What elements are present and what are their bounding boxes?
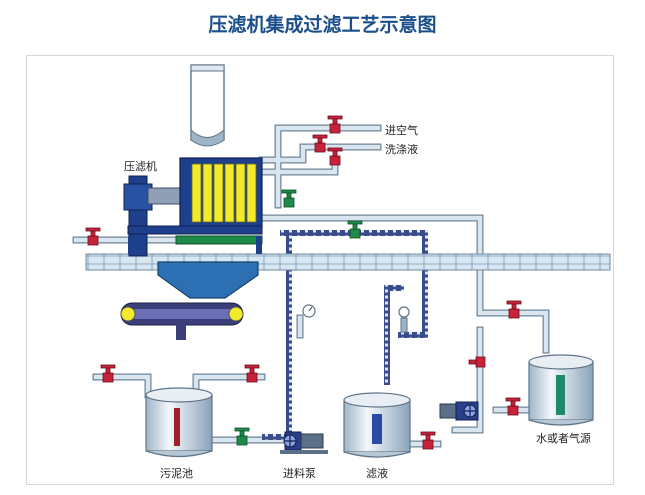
sludge-hopper [157,261,259,299]
label-water-gas-source: 水或者气源 [536,432,591,445]
valve-source-bottom [505,397,521,416]
valve-set [85,115,522,450]
label-wash-liquid: 洗涤液 [385,143,418,156]
valve-source-mid [468,356,486,368]
flow-meter [398,306,410,333]
valve-sludge-pump [234,427,250,446]
source-pump [439,401,479,421]
valve-wash-1 [312,134,328,153]
valve-feed-press [281,189,297,208]
feed-pump [280,431,328,454]
label-feed-pump: 进料泵 [283,467,316,480]
valve-sludge-left [100,364,116,383]
belt-conveyor [120,302,244,340]
valve-air-inlet [327,115,343,134]
diagram-title: 压滤机集成过滤工艺示意图 [208,14,437,36]
valve-filtrate-out [420,431,436,450]
label-air-inlet: 进空气 [385,124,418,137]
diagram-frame [26,55,614,485]
valve-source-top [506,300,522,319]
sludge-tank [145,387,213,458]
valve-feed-line [347,220,363,239]
overhead-tank [190,64,225,147]
label-filtrate: 滤液 [366,467,388,480]
pressure-gauge [302,304,316,318]
valve-left-inlet [85,227,101,246]
filtrate-tank [343,392,411,458]
water-gas-tank [528,354,594,426]
valve-wash-2 [327,147,343,166]
label-filter-press: 压滤机 [124,160,157,173]
valve-sludge-right [244,364,260,383]
filter-press [123,157,263,257]
label-sludge-tank: 污泥池 [160,467,193,480]
